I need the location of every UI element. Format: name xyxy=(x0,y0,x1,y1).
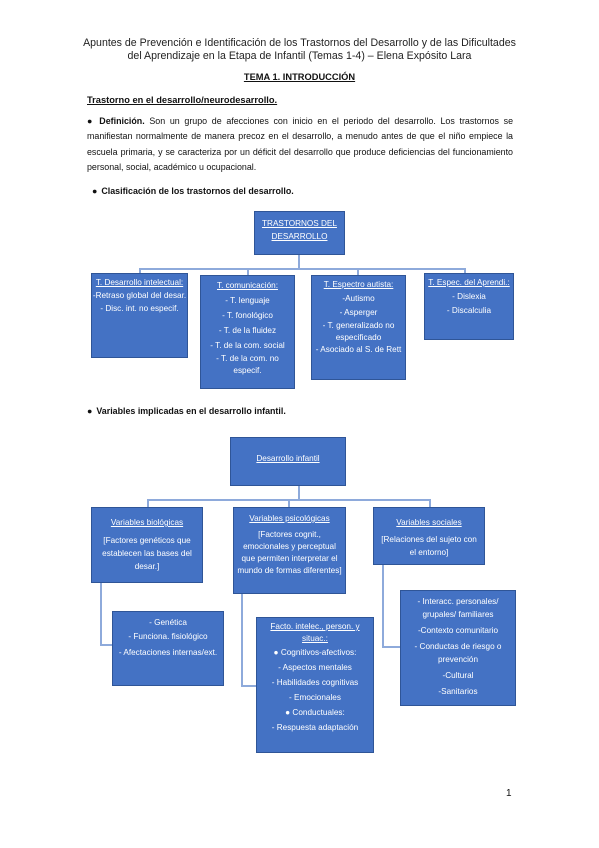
box-item: - Habilidades cognitivas xyxy=(271,678,359,687)
box-item: -Cultural xyxy=(442,671,474,680)
connector xyxy=(298,255,300,269)
box-desc: [Factores cognit., emocionales y percept… xyxy=(237,530,342,575)
connector xyxy=(429,499,431,507)
box-item: -Retraso global del desar. xyxy=(92,291,187,300)
box-header: T. Desarrollo intelectual: xyxy=(95,278,184,287)
tree1-box-autista: T. Espectro autista: -Autismo - Asperger… xyxy=(311,275,406,380)
box-item: -Contexto comunitario xyxy=(417,626,499,635)
definition-text: Son un grupo de afecciones con inicio en… xyxy=(87,116,514,172)
variables-heading-text: Variables implicadas en el desarrollo in… xyxy=(96,406,286,416)
box-item: ● Conductuales: xyxy=(285,708,345,717)
header-line-2: del Aprendizaje en la Etapa de Infantil … xyxy=(127,50,472,62)
box-item: - Disc. int. no especif. xyxy=(100,304,179,313)
bullet: ● xyxy=(92,186,98,196)
box-subheader: Facto. intelec., person. y situac.: xyxy=(270,622,360,643)
box-header: Variables psicológicas xyxy=(249,514,330,523)
box-item: - Asociado al S. de Rett xyxy=(315,345,402,354)
connector xyxy=(139,268,464,270)
connector xyxy=(288,499,290,507)
tree2-items-biologicas: - Genética - Funciona. fisiológico - Afe… xyxy=(112,611,224,686)
document-title: TEMA 1. INTRODUCCIÓN xyxy=(243,72,356,82)
box-item: - Genética xyxy=(149,618,187,627)
connector xyxy=(241,594,243,686)
box-desc: [Factores genéticos que establecen las b… xyxy=(102,536,192,571)
box-item: - Discalculia xyxy=(446,306,492,315)
tree2-box-biologicas: Variables biológicas [Factores genéticos… xyxy=(91,507,203,583)
box-item: -Autismo xyxy=(342,294,375,303)
box-item: - Asperger xyxy=(339,308,378,317)
box-item: - Dislexia xyxy=(452,292,486,301)
box-item: - Funciona. fisiológico xyxy=(128,632,208,641)
bullet: ● xyxy=(87,406,93,416)
box-header: T. Espec. del Aprendi.: xyxy=(428,278,510,287)
connector xyxy=(247,268,249,275)
box-item: - Interacc. personales/ grupales/ famili… xyxy=(417,597,499,619)
box-item: - Aspectos mentales xyxy=(278,663,352,672)
tree2-box-sociales: Variables sociales [Relaciones del sujet… xyxy=(373,507,485,565)
box-item: - Conductas de riesgo o prevención xyxy=(414,642,502,664)
connector xyxy=(382,646,400,648)
box-item: - T. fonológico xyxy=(222,311,273,320)
tree2-items-sociales: - Interacc. personales/ grupales/ famili… xyxy=(400,590,516,706)
definition-paragraph: ● Definición. Son un grupo de afecciones… xyxy=(87,114,513,175)
tree1-root-box: TRASTORNOS DEL DESARROLLO xyxy=(254,211,345,255)
box-item: ● Cognitivos-afectivos: xyxy=(273,648,357,657)
tree2-root-label: Desarrollo infantil xyxy=(256,454,320,463)
box-header: Variables sociales xyxy=(396,518,462,527)
box-item: - Emocionales xyxy=(289,693,341,702)
connector xyxy=(464,268,466,275)
section-heading: Trastorno en el desarrollo/neurodesarrol… xyxy=(87,95,278,105)
tree2-items-psicologicas: Facto. intelec., person. y situac.: ● Co… xyxy=(256,617,374,753)
box-item: - T. lenguaje xyxy=(225,296,270,305)
connector xyxy=(100,583,102,645)
variables-heading: ●Variables implicadas en el desarrollo i… xyxy=(87,406,286,416)
box-item: - T. de la fluidez xyxy=(218,326,277,335)
connector xyxy=(382,565,384,647)
box-item: - T. de la com. social xyxy=(210,341,285,350)
header-line-1: Apuntes de Prevención e Identificación d… xyxy=(83,37,516,49)
box-item: - Afectaciones internas/ext. xyxy=(118,648,218,657)
classification-heading: ●Clasificación de los trastornos del des… xyxy=(92,186,294,196)
connector xyxy=(139,268,141,275)
tree1-box-aprendizaje: T. Espec. del Aprendi.: - Dislexia - Dis… xyxy=(424,273,514,340)
definition-label: Definición. xyxy=(99,116,145,126)
connector xyxy=(100,644,112,646)
box-desc: [Relaciones del sujeto con el entorno] xyxy=(381,535,477,557)
bullet: ● xyxy=(87,116,95,126)
box-item: - Respuesta adaptación xyxy=(271,723,359,732)
box-header: Variables biológicas xyxy=(110,518,184,527)
tree2-box-psicologicas: Variables psicológicas [Factores cognit.… xyxy=(233,507,346,594)
connector xyxy=(298,486,300,500)
box-item: - T. de la com. no especif. xyxy=(216,354,279,375)
tree1-box-comunicacion: T. comunicación: - T. lenguaje - T. fono… xyxy=(200,275,295,389)
box-item: - T. generalizado no especificado xyxy=(322,321,395,342)
connector xyxy=(147,499,149,507)
tree1-box-intelectual: T. Desarrollo intelectual: -Retraso glob… xyxy=(91,273,188,358)
box-item: -Sanitarios xyxy=(438,687,478,696)
tree1-root-label: TRASTORNOS DEL DESARROLLO xyxy=(262,219,337,241)
box-header: T. Espectro autista: xyxy=(323,280,394,289)
connector xyxy=(357,268,359,275)
page-number: 1 xyxy=(506,788,512,799)
connector xyxy=(241,685,256,687)
tree2-root-box: Desarrollo infantil xyxy=(230,437,346,486)
page-header: Apuntes de Prevención e Identificación d… xyxy=(40,37,559,63)
classification-heading-text: Clasificación de los trastornos del desa… xyxy=(101,186,294,196)
box-header: T. comunicación: xyxy=(217,281,278,290)
